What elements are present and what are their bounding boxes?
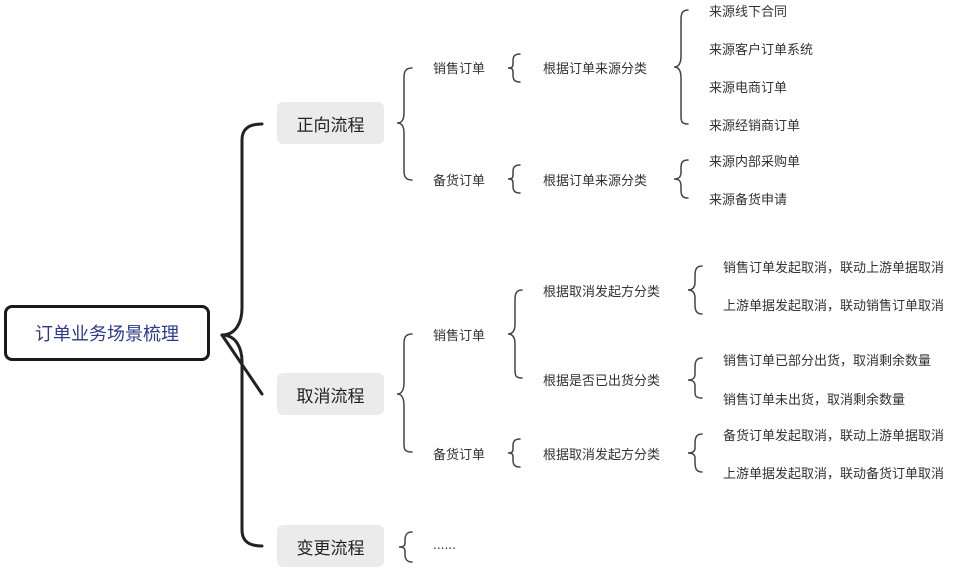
bracket-forward-sales-leaves — [673, 9, 689, 125]
bracket-forward — [396, 67, 413, 181]
bracket-cancel-sales-c2 — [687, 357, 703, 399]
cancel-stock-order[interactable]: 备货订单 — [433, 448, 486, 463]
forward-sales-leaf[interactable]: 来源电商订单 — [709, 81, 788, 96]
root-node[interactable]: 订单业务场景梳理 — [4, 305, 210, 361]
bracket-cancel-stock — [507, 438, 521, 468]
cancel-sales-leaf[interactable]: 上游单据发起取消，联动销售订单取消 — [723, 299, 945, 314]
cancel-stock-leaf[interactable]: 上游单据发起取消，联动备货订单取消 — [723, 467, 945, 482]
forward-sales-criterion[interactable]: 根据订单来源分类 — [543, 62, 648, 77]
cancel-sales-leaf[interactable]: 销售订单已部分出货，取消剩余数量 — [723, 354, 932, 369]
forward-sales-leaf[interactable]: 来源线下合同 — [709, 5, 788, 20]
forward-sales-leaf[interactable]: 来源客户订单系统 — [709, 43, 814, 58]
bracket-forward-stock-leaves — [673, 159, 689, 199]
forward-stock-leaf[interactable]: 来源内部采购单 — [709, 155, 801, 170]
forward-stock-order[interactable]: 备货订单 — [433, 174, 486, 189]
bracket-change — [398, 531, 413, 563]
branch-cancel[interactable]: 取消流程 — [277, 373, 384, 415]
cancel-sales-leaf[interactable]: 销售订单发起取消，联动上游单据取消 — [723, 261, 945, 276]
cancel-sales-criterion[interactable]: 根据是否已出货分类 — [543, 374, 661, 389]
forward-stock-leaf[interactable]: 来源备货申请 — [709, 193, 788, 208]
bracket-forward-sales — [507, 53, 521, 83]
change-placeholder[interactable]: ...... — [433, 538, 456, 552]
forward-stock-criterion[interactable]: 根据订单来源分类 — [543, 174, 648, 189]
bracket-cancel-stock-c1 — [687, 433, 703, 473]
cancel-sales-leaf[interactable]: 销售订单未出货，取消剩余数量 — [723, 393, 906, 408]
cancel-sales-order[interactable]: 销售订单 — [433, 329, 486, 344]
bracket-forward-stock — [507, 164, 521, 194]
forward-sales-leaf[interactable]: 来源经销商订单 — [709, 119, 801, 134]
bracket-cancel-sales-c1 — [687, 265, 703, 315]
bracket-cancel-sales — [507, 289, 523, 379]
cancel-sales-criterion[interactable]: 根据取消发起方分类 — [543, 285, 661, 300]
cancel-stock-criterion[interactable]: 根据取消发起方分类 — [543, 448, 661, 463]
forward-sales-order[interactable]: 销售订单 — [433, 62, 486, 77]
root-bracket — [220, 122, 264, 548]
cancel-stock-leaf[interactable]: 备货订单发起取消，联动上游单据取消 — [723, 429, 945, 444]
branch-change[interactable]: 变更流程 — [277, 525, 384, 567]
branch-forward[interactable]: 正向流程 — [277, 102, 384, 144]
bracket-cancel — [396, 333, 413, 453]
